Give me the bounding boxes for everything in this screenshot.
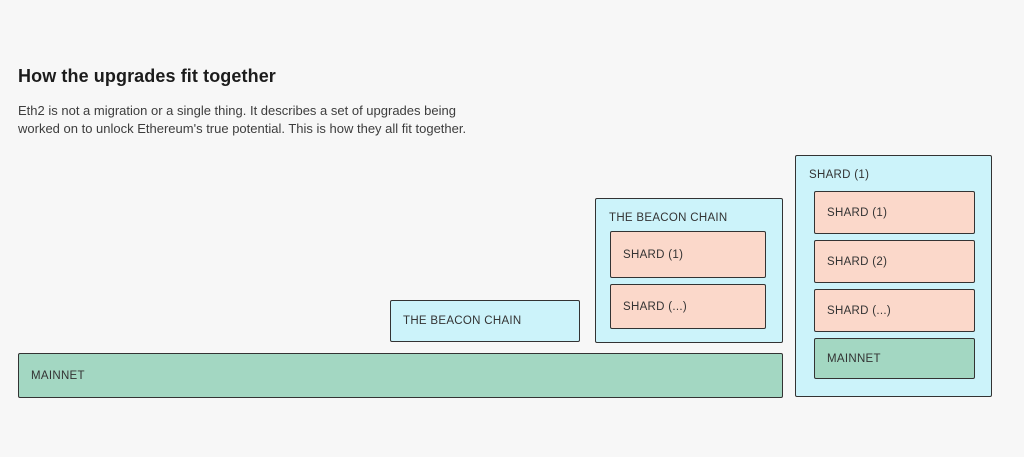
shard-label: SHARD (...) bbox=[827, 304, 891, 317]
shard-column-label: SHARD (1) bbox=[809, 169, 870, 181]
mainnet-label: MAINNET bbox=[31, 369, 85, 382]
page-description: Eth2 is not a migration or a single thin… bbox=[18, 103, 467, 136]
shard-label: SHARD (2) bbox=[827, 255, 888, 268]
shard-box: SHARD (...) bbox=[814, 289, 975, 332]
shard-box: SHARD (1) bbox=[814, 191, 975, 234]
beacon-chain-box-large: THE BEACON CHAIN SHARD (1) SHARD (...) bbox=[595, 198, 783, 343]
shard-box: SHARD (2) bbox=[814, 240, 975, 283]
page-title: How the upgrades fit together bbox=[18, 66, 276, 86]
shard-box: SHARD (1) bbox=[610, 231, 766, 278]
beacon-chain-box-small: THE BEACON CHAIN bbox=[390, 300, 580, 342]
beacon-chain-large-label: THE BEACON CHAIN bbox=[609, 212, 728, 224]
mainnet-label: MAINNET bbox=[827, 352, 881, 365]
mainnet-box: MAINNET bbox=[814, 338, 975, 379]
shard-label: SHARD (...) bbox=[623, 300, 687, 313]
shard-column-box: SHARD (1) SHARD (1) SHARD (2) SHARD (...… bbox=[795, 155, 992, 397]
shard-label: SHARD (1) bbox=[827, 206, 888, 219]
shard-box: SHARD (...) bbox=[610, 284, 766, 329]
beacon-chain-small-label: THE BEACON CHAIN bbox=[403, 315, 522, 327]
mainnet-bar: MAINNET bbox=[18, 353, 783, 398]
shard-label: SHARD (1) bbox=[623, 248, 684, 261]
